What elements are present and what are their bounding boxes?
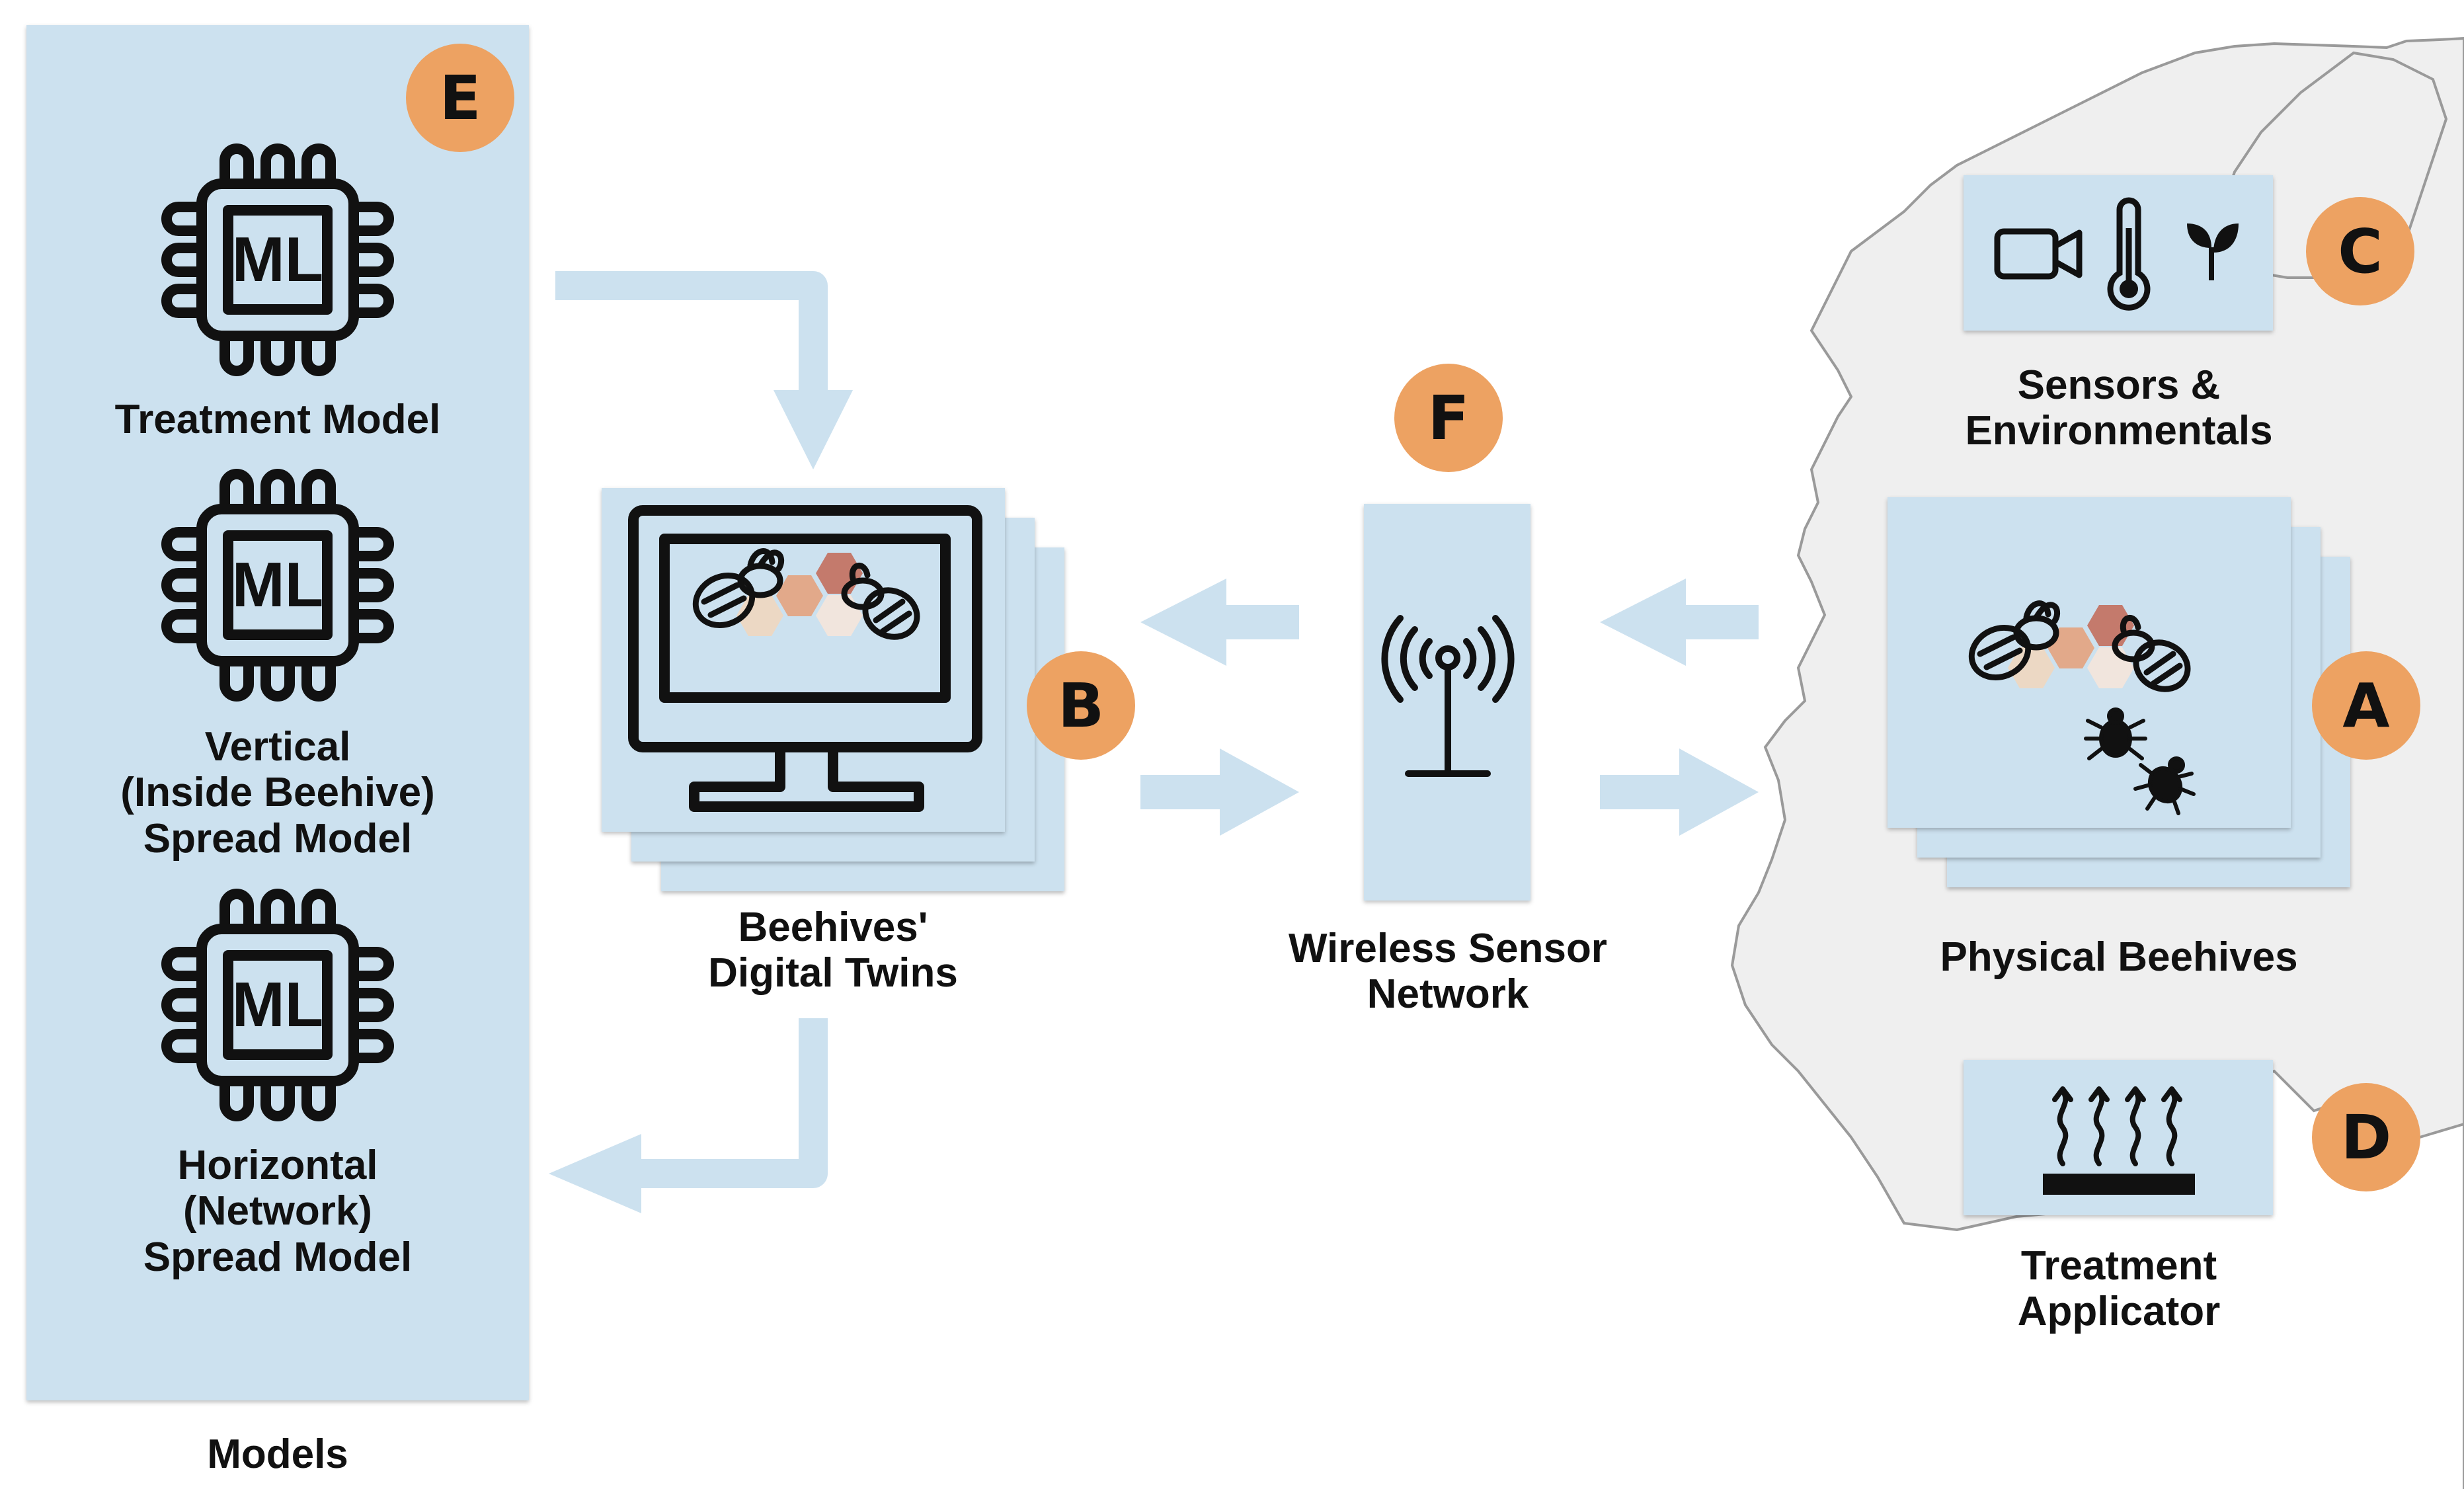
hexagon-icon (2008, 605, 2134, 688)
sprout-icon (2187, 223, 2239, 280)
chip-label: ML (232, 549, 324, 620)
bee-icon (2112, 615, 2191, 692)
badge-d: D (2312, 1083, 2420, 1191)
mite-icon (2084, 707, 2147, 760)
antenna-icon (1381, 615, 1515, 777)
bee-icon (841, 563, 920, 640)
treatment-model-label: Treatment Model (114, 397, 441, 442)
physical-card (1888, 497, 2291, 828)
bee-icon (1968, 600, 2061, 681)
badge-c: C (2306, 197, 2414, 305)
digital-twins-label: Beehives' Digital Twins (708, 905, 958, 996)
mite-icon (2133, 756, 2196, 815)
sensors-label: Sensors & Environmentals (1965, 362, 2273, 454)
chip-icon: ML (161, 143, 394, 376)
heat-waves-icon (2043, 1086, 2195, 1195)
network-label: Wireless Sensor Network (1289, 926, 1607, 1018)
vertical-model-label: Vertical (Inside Beehive) Spread Model (120, 724, 435, 862)
monitor-icon (628, 505, 982, 812)
bee-icon (692, 548, 785, 629)
horizontal-model-label: Horizontal (Network) Spread Model (143, 1143, 413, 1280)
beehive-illustration (1968, 600, 2196, 815)
applicator-label: Treatment Applicator (2017, 1243, 2221, 1335)
chip-icon: ML (161, 889, 394, 1121)
models-section-title: Models (207, 1431, 348, 1477)
chip-label: ML (232, 224, 324, 295)
badge-e: E (406, 44, 514, 152)
badge-f: F (1394, 364, 1503, 472)
thermometer-icon (2107, 197, 2151, 311)
chip-label: ML (232, 969, 324, 1040)
badge-b: B (1027, 651, 1135, 760)
physical-beehives-label: Physical Beehives (1940, 934, 2298, 980)
chip-icon: ML (161, 469, 394, 702)
badge-a: A (2312, 651, 2420, 760)
models-panel (26, 25, 529, 1400)
arrow-down-head (774, 390, 853, 469)
arrow-left-head (549, 1134, 641, 1213)
camera-icon (1994, 228, 2083, 280)
